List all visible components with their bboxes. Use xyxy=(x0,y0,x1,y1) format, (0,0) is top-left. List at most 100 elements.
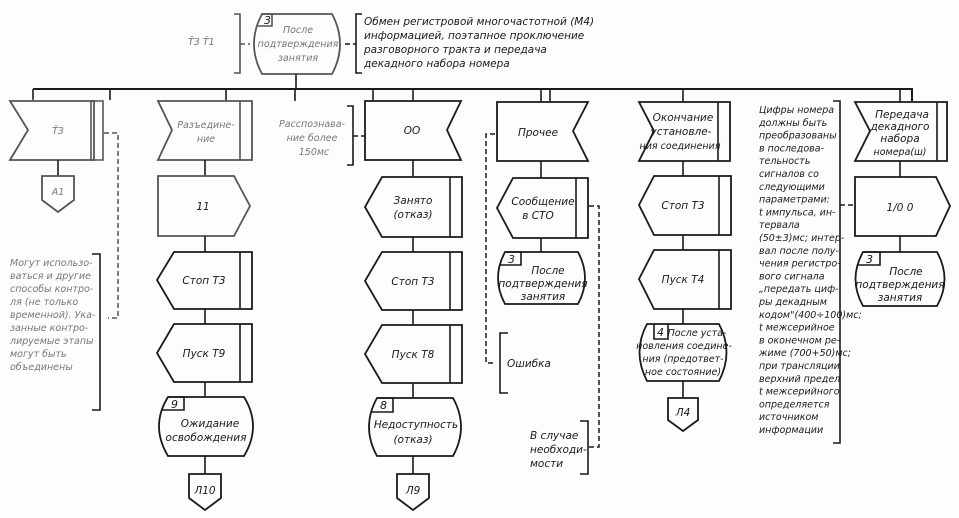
header-comment-line-2: информацией, поэтапное проключение xyxy=(364,30,584,42)
decade-state-line-2: подтверждения xyxy=(855,279,944,291)
decade-note-line: параметрами: xyxy=(759,195,830,206)
decade-note-line: в оконечном ре- xyxy=(759,335,841,346)
decade-note-line: Цифры номера xyxy=(759,105,834,116)
decade-note-line: преобразованы xyxy=(759,131,837,142)
decade-note-line: должны быть xyxy=(758,118,827,129)
oo-side-note-line-2: ние более xyxy=(287,133,338,144)
oo-start-t8-shape xyxy=(363,324,463,384)
t3-note-line: способы контро- xyxy=(10,284,94,295)
end-setup-state-line-2: новления соедине- xyxy=(636,341,732,352)
oo-state-line-1: Недоступность xyxy=(374,419,458,431)
oo-busy-shape xyxy=(363,176,463,238)
end-setup-input-line-3: ния соединения xyxy=(640,141,721,152)
end-setup-input-line-1: Окончание xyxy=(653,112,714,124)
oo-input-label: ОО xyxy=(404,125,421,137)
branch-disconnect: Разъедине- ние 11 Стоп Т3 Пуск Т9 9 Ожид… xyxy=(155,100,254,512)
other-error-bracket xyxy=(499,332,508,394)
disconnect-state-line-1: Ожидание xyxy=(181,418,239,430)
other-state-line-2: подтверждения xyxy=(498,278,587,290)
branch-t3: Т̄3 А1 Могут использо-ваться и другиеспо… xyxy=(8,89,119,411)
oo-side-note-line-1: Расспознава- xyxy=(279,119,346,130)
decade-note-line: t межсерийное xyxy=(759,323,835,334)
oo-state-line-2: (отказ) xyxy=(393,434,432,446)
header-comment-line-4: декадного набора номера xyxy=(363,58,510,70)
oo-stop-t3-label: Стоп Т3 xyxy=(391,276,434,288)
disconnect-terminal-shape xyxy=(188,473,222,512)
other-state-line-3: занятия xyxy=(521,291,565,303)
decade-note-line: жиме (700+50)мс; xyxy=(758,348,851,359)
header-state-line-1: После xyxy=(283,25,313,36)
other-necessity-line-3: мости xyxy=(530,458,563,470)
t3-note-line: объединены xyxy=(10,362,73,373)
disconnect-state-number-box xyxy=(162,396,185,411)
other-state-line-1: После xyxy=(531,265,564,277)
decade-state-number: 3 xyxy=(866,253,873,266)
end-setup-stop-t3-shape xyxy=(637,175,732,236)
t3-terminal-label: А1 xyxy=(51,187,65,198)
header-state-line-2: подтверждения xyxy=(258,39,339,50)
header-state-line-3: занятия xyxy=(278,53,319,64)
disconnect-output-shape xyxy=(157,175,252,237)
decade-note-line: ры декадным xyxy=(758,297,827,308)
oo-side-note-bracket xyxy=(347,105,354,166)
decade-input-line-2: декадного xyxy=(870,121,930,133)
other-necessity-line-1: В случае xyxy=(530,430,578,442)
decade-input-shape xyxy=(853,101,948,162)
t3-note-dashed-link xyxy=(104,132,119,319)
decade-state-number-box xyxy=(857,251,881,266)
other-error-dashed-link xyxy=(485,133,496,364)
t3-note-line: временной). Ука- xyxy=(10,310,96,321)
end-setup-state-line-4: ное состояние) xyxy=(645,367,721,378)
t3-note-line: ля (не только xyxy=(9,297,78,308)
end-setup-stop-t3-label: Стоп Т3 xyxy=(661,200,704,212)
oo-state-number: 8 xyxy=(380,399,387,412)
oo-busy-line-1: Занято xyxy=(394,195,433,207)
header-left-bracket xyxy=(234,13,241,74)
decade-note-line: тельность xyxy=(759,156,810,167)
disconnect-state-shape xyxy=(158,396,254,457)
decade-note-line: в последова- xyxy=(759,143,825,154)
disconnect-terminal-label: Л10 xyxy=(193,485,216,497)
decade-input-line-3: набора xyxy=(880,133,919,145)
decade-note-line: „передать циф- xyxy=(759,284,839,295)
t3-input-shape xyxy=(8,100,95,161)
decade-note-line: информации xyxy=(759,425,823,436)
t3-note-line: Могут использо- xyxy=(10,258,93,269)
decade-state-line-3: занятия xyxy=(878,292,922,304)
other-error-note: Ошибка xyxy=(507,358,551,370)
t3-note-bracket xyxy=(92,253,101,411)
header-state-number: 3 xyxy=(264,14,271,27)
end-setup-input-shape xyxy=(637,101,731,162)
bus-drop-lines xyxy=(109,89,551,101)
decade-input-line-4: номера(ш) xyxy=(874,147,927,158)
other-message-line-1: Сообщение xyxy=(511,196,574,208)
decade-note-line: t межсерийного xyxy=(759,387,840,398)
branch-bus-line xyxy=(32,88,913,101)
branch-end-setup: Окончание установле- ния соединения Стоп… xyxy=(636,89,732,433)
header-state-number-box xyxy=(258,13,273,27)
oo-terminal-shape xyxy=(396,473,430,512)
other-state-number: 3 xyxy=(508,253,515,266)
disconnect-start-t9-shape xyxy=(155,323,253,383)
other-state-number-box xyxy=(499,251,522,266)
header-group: Т̄3 Т̄1 3 После подтверждения занятия Об… xyxy=(188,13,594,88)
decade-output-label: 1/0 0 xyxy=(887,202,914,214)
branch-other: Прочее Сообщение в СТО 3 После подтвержд… xyxy=(485,89,600,475)
disconnect-state-line-2: освобождения xyxy=(166,432,247,444)
end-setup-state-line-3: ния (предответ- xyxy=(642,354,724,365)
decade-state-line-1: После xyxy=(889,266,922,278)
header-state-shape xyxy=(253,13,341,75)
decade-input-line-1: Передача xyxy=(875,109,929,121)
end-setup-terminal-label: Л4 xyxy=(675,407,691,419)
other-necessity-line-2: необходи- xyxy=(530,444,587,456)
decade-note-bracket xyxy=(833,100,841,444)
header-comment-line-1: Обмен регистровой многочастотной (М4) xyxy=(364,16,594,28)
decade-note-line: тервала xyxy=(759,220,800,231)
header-input-labels: Т̄3 Т̄1 xyxy=(188,36,215,48)
other-message-line-2: в СТО xyxy=(522,210,554,222)
oo-start-t8-label: Пуск Т8 xyxy=(392,349,435,361)
